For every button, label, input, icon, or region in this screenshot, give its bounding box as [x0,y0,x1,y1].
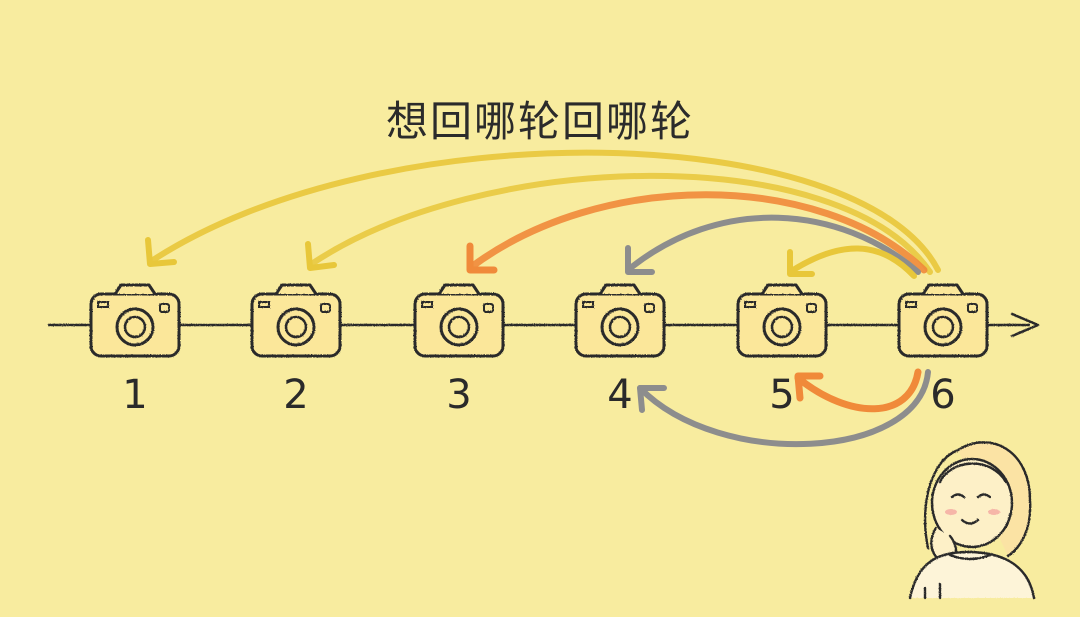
arrow-6-to-2 [307,172,933,275]
camera-label-6: 6 [930,372,956,418]
arrows-below [637,368,931,448]
camera-icon [736,283,828,358]
camera-icon [89,283,181,358]
timeline [48,312,1040,338]
camera-label-4: 4 [607,372,633,418]
camera-icon [574,283,666,358]
camera-label-5: 5 [769,372,795,418]
arrow-6-to-5 [787,245,917,279]
camera-icon [413,283,505,358]
diagram-title: 想回哪轮回哪轮 [385,97,694,146]
arrows-above [145,149,941,279]
girl-illustration [908,441,1036,600]
camera-label-2: 2 [283,372,309,418]
camera-label-1: 1 [122,372,148,418]
camera-icon [897,283,989,358]
camera-icon [250,283,342,358]
arrow-6-to-1 [147,149,941,273]
arrow-6-to-4 [625,214,921,275]
arrow-6-to-4-lower [637,369,931,448]
camera-label-3: 3 [446,372,472,418]
camera-row [89,283,989,358]
arrow-6-to-5-lower [794,368,922,413]
arrow-6-to-3 [466,191,928,274]
